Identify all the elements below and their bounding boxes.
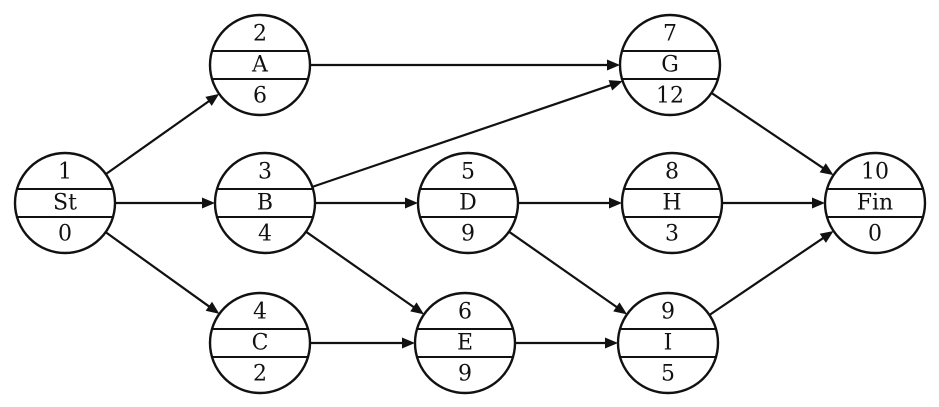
edge-line: [104, 231, 212, 309]
node-circle: [616, 291, 720, 395]
arrowhead: [819, 231, 834, 243]
arrowhead: [609, 197, 622, 209]
edge-st-b: [115, 197, 215, 209]
edge-line: [708, 236, 826, 316]
node-circle: [413, 291, 517, 395]
node-duration: 2: [253, 362, 267, 387]
node-circle: [416, 151, 520, 255]
node-name: E: [457, 331, 473, 356]
node-number: 4: [253, 300, 267, 325]
edge-h-fin: [722, 197, 825, 209]
edge-b-e: [305, 230, 425, 315]
edge-line: [305, 230, 416, 309]
node-name: C: [252, 331, 269, 356]
node-number: 2: [253, 22, 267, 47]
edge-line: [105, 99, 211, 176]
arrowhead: [812, 197, 825, 209]
node-circle: [208, 13, 312, 117]
node-circle: [618, 13, 722, 117]
edge-b-g: [311, 80, 623, 188]
edge-g-fin: [710, 92, 834, 176]
node-number: 8: [665, 160, 679, 185]
node-number: 3: [258, 160, 272, 185]
node-number: 6: [458, 300, 472, 325]
node-e: 6E 9: [413, 291, 517, 395]
arrowhead: [205, 93, 220, 106]
node-name: I: [664, 331, 673, 356]
node-duration: 6: [253, 84, 267, 109]
arrowhead: [405, 197, 418, 209]
node-duration: 0: [868, 222, 882, 247]
node-duration: 9: [458, 362, 472, 387]
node-number: 5: [461, 160, 475, 185]
edge-line: [508, 230, 619, 309]
node-i: 9I 5: [616, 291, 720, 395]
edge-c-e: [310, 337, 415, 349]
edge-b-d: [315, 197, 418, 209]
node-duration: 4: [258, 222, 272, 247]
arrowhead: [205, 301, 220, 314]
arrowhead: [607, 59, 620, 71]
edge-i-fin: [708, 231, 834, 316]
node-number: 1: [58, 160, 72, 185]
edge-e-i: [515, 337, 618, 349]
node-name: D: [459, 191, 477, 216]
edge-st-a: [105, 93, 220, 176]
node-circle: [823, 151, 927, 255]
edge-a-g: [310, 59, 620, 71]
node-duration: 9: [461, 222, 475, 247]
arrowhead: [819, 163, 834, 176]
node-number: 9: [661, 300, 675, 325]
node-h: 8H 3: [620, 151, 724, 255]
edge-d-h: [518, 197, 622, 209]
edge-line: [710, 92, 826, 170]
node-circle: [208, 291, 312, 395]
edge-st-c: [104, 231, 220, 314]
node-duration: 0: [58, 222, 72, 247]
arrowhead: [202, 197, 215, 209]
node-a: 2A 6: [208, 13, 312, 117]
node-circle: [213, 151, 317, 255]
node-name: B: [257, 191, 273, 216]
node-duration: 12: [656, 84, 684, 109]
edge-line: [311, 83, 613, 188]
node-name: St: [53, 191, 77, 216]
edges-layer: [104, 59, 834, 349]
arrowhead: [410, 302, 425, 315]
node-duration: 3: [665, 222, 679, 247]
node-name: G: [661, 53, 679, 78]
node-name: Fin: [857, 191, 893, 216]
node-c: 4C 2: [208, 291, 312, 395]
arrowhead: [608, 80, 623, 91]
node-duration: 5: [661, 362, 675, 387]
node-circle: [620, 151, 724, 255]
node-number: 7: [663, 22, 677, 47]
node-name: A: [251, 53, 269, 78]
arrowhead: [613, 302, 628, 315]
node-circle: [13, 151, 117, 255]
arrowhead: [402, 337, 415, 349]
edge-d-i: [508, 230, 628, 315]
node-number: 10: [861, 160, 889, 185]
node-g: 7G 12: [618, 13, 722, 117]
node-name: H: [662, 191, 681, 216]
arrowhead: [605, 337, 618, 349]
node-st: 1St 0: [13, 151, 117, 255]
node-d: 5D 9: [416, 151, 520, 255]
node-b: 3B 4: [213, 151, 317, 255]
